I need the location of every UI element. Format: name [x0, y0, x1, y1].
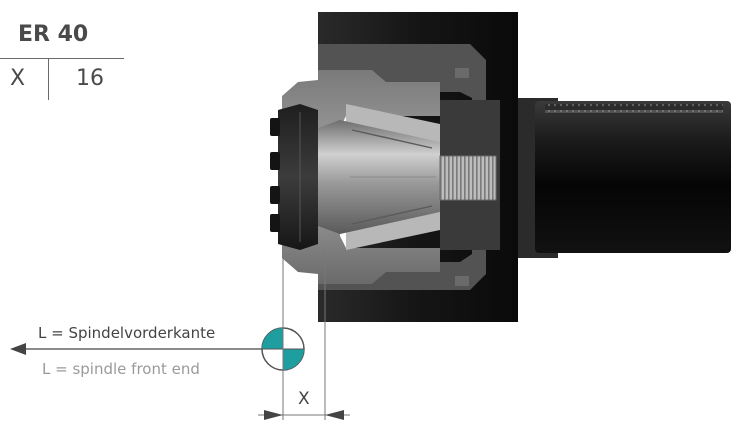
spec-divider-vertical: [48, 59, 49, 100]
collet: [318, 120, 497, 234]
shank: [518, 98, 731, 258]
dimension-x: [258, 410, 350, 420]
front-cap: [270, 104, 318, 250]
spec-title: ER 40: [18, 22, 89, 47]
spec-value: 16: [76, 66, 104, 91]
extension-lines: [282, 252, 326, 420]
spec-table: ER 40 X 16: [0, 0, 125, 105]
reference-label-en: L = spindle front end: [42, 360, 200, 378]
dimension-x-label: X: [298, 389, 310, 409]
reference-line: [10, 343, 262, 355]
spec-key: X: [10, 66, 26, 91]
reference-label-de: L = Spindelvorderkante: [38, 324, 215, 342]
spec-divider-horizontal: [0, 58, 124, 59]
